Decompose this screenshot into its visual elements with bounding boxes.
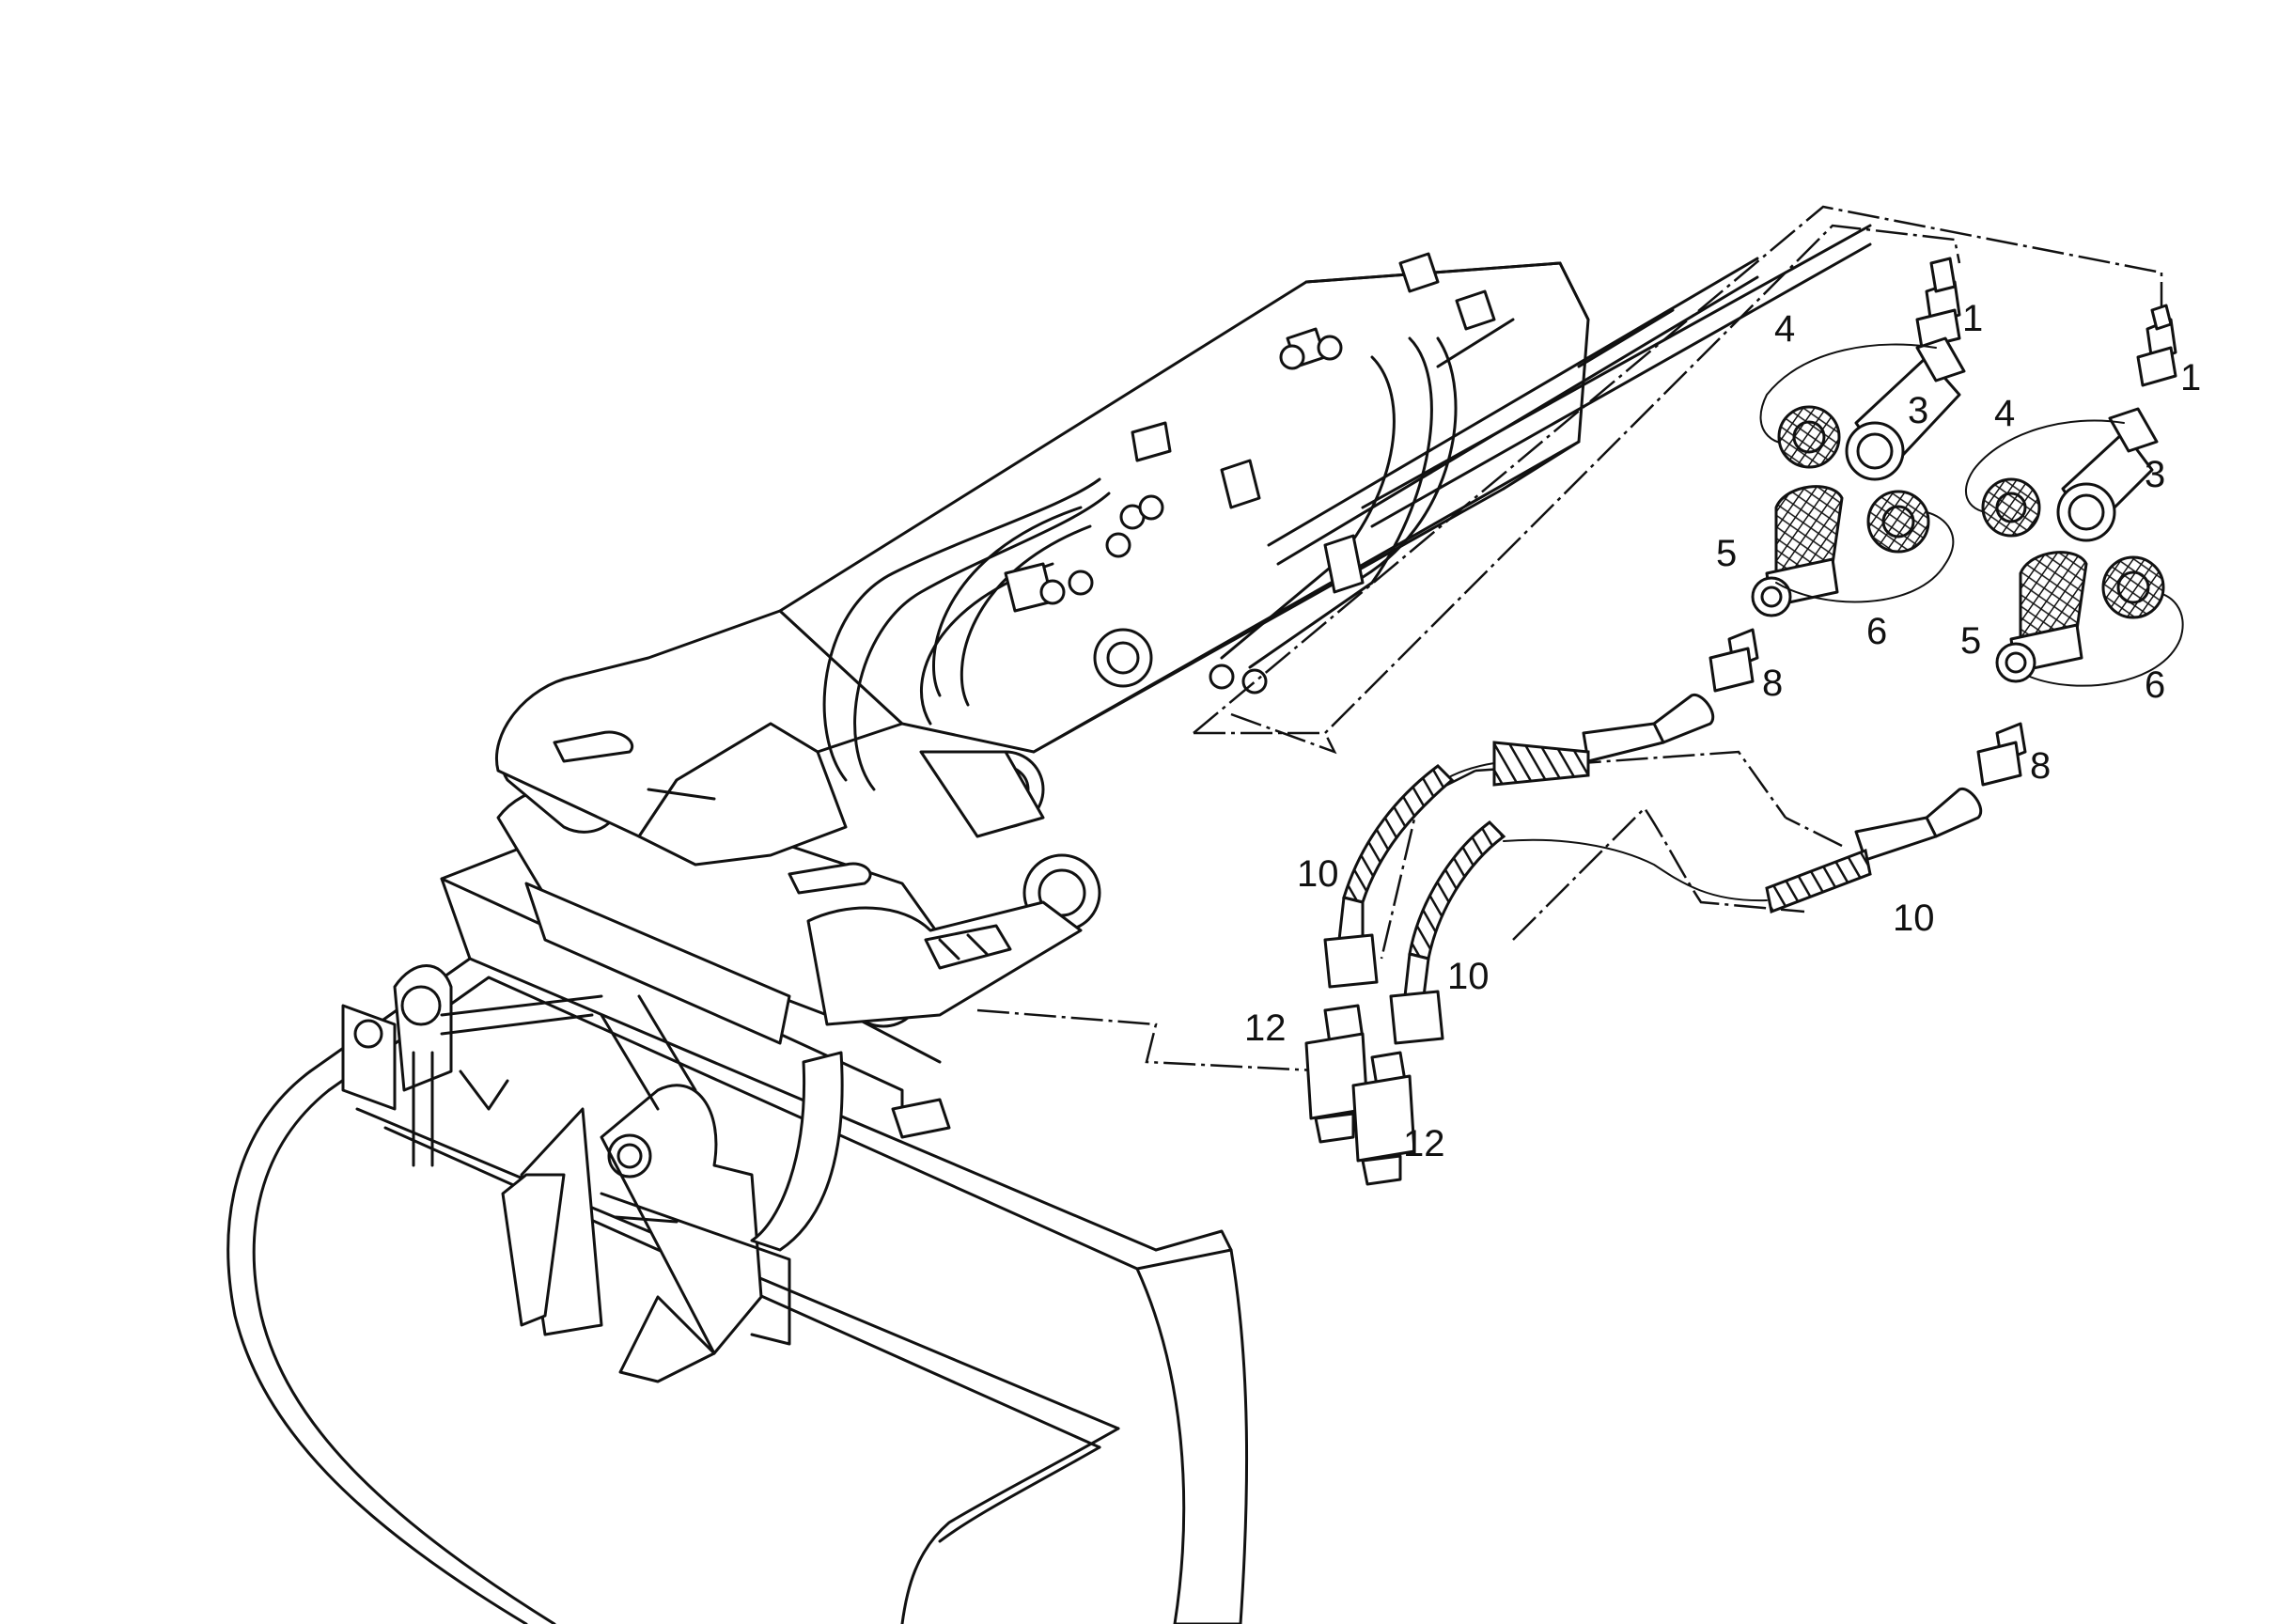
- callout-1b: 1: [2180, 357, 2201, 398]
- quick-coupler: [495, 609, 1101, 1252]
- callout-3a: 3: [1908, 390, 1928, 431]
- callout-labels: 1 1 3 3 4 4 5 5 6 6 8 8 10 10 10 12 12: [1244, 298, 2201, 1164]
- dipper-arm: [778, 261, 1590, 754]
- callout-10a: 10: [1297, 853, 1339, 895]
- callout-1a: 1: [1962, 298, 1983, 339]
- adapters-12: [1304, 1004, 1416, 1186]
- callout-5a: 5: [1716, 533, 1737, 574]
- callout-4b: 4: [1994, 393, 2015, 434]
- hose-lower: [1323, 764, 1506, 1045]
- coupling-set-b: [1503, 304, 2184, 914]
- callout-8b: 8: [2030, 745, 2051, 787]
- callout-12a: 12: [1244, 1007, 1287, 1049]
- callout-10c: 10: [1893, 898, 1935, 939]
- callout-4a: 4: [1774, 308, 1795, 350]
- callout-12b: 12: [1403, 1123, 1445, 1164]
- coupling-set-a: [1409, 257, 1966, 809]
- callout-10b: 10: [1447, 956, 1490, 997]
- callout-6b: 6: [2145, 664, 2165, 706]
- hydraulic-pipes: [822, 224, 1872, 791]
- callout-8a: 8: [1762, 663, 1783, 704]
- callout-5b: 5: [1960, 620, 1981, 662]
- callout-3b: 3: [2145, 454, 2165, 495]
- callout-6a: 6: [1866, 611, 1887, 652]
